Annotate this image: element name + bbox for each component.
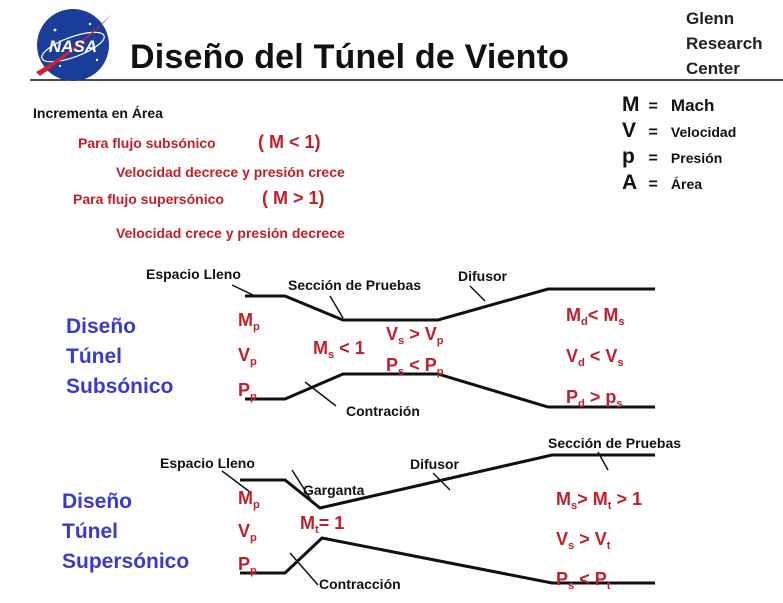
supersonic-contraction-label: Contracción [319, 576, 401, 592]
subsonic-contraction-label: Contración [346, 403, 420, 419]
legend-row: M = Mach [622, 93, 715, 116]
supersonic-leaders [221, 451, 609, 586]
center-line-3: Center [686, 59, 740, 78]
center-line-1: Glenn [686, 9, 735, 28]
supersonic-test-section-label: Sección de Pruebas [548, 435, 682, 451]
subsonic-tunnel-walls [245, 287, 655, 409]
supersonic-lower-wall [240, 536, 655, 585]
supersonic-tunnel-walls [240, 453, 655, 585]
subsonic-lower-wall [245, 372, 655, 409]
subsonic-test-mach: Ms < 1 [313, 338, 365, 361]
legend-row: V = Velocidad [622, 119, 737, 142]
supersonic-plenum-values: Mp Vp Pp [238, 488, 260, 577]
supersonic-upper-wall [240, 453, 655, 510]
glenn-research-center: Glenn Research Center [686, 6, 763, 81]
supersonic-exit-relations: Ms> Mt > 1 Vs > Vt Ps < Pt [556, 489, 643, 592]
legend-row: p = Presión [622, 145, 723, 168]
supersonic-diffuser-label: Difusor [410, 456, 459, 472]
subsonic-diffuser-label: Difusor [458, 268, 507, 284]
subsonic-test-section-label: Sección de Pruebas [288, 277, 422, 293]
subsonic-leaders [231, 284, 486, 407]
rule-subsonic-effect: Velocidad decrece y presión crece [116, 164, 345, 180]
rule-supersonic-effect: Velocidad crece y presión decrece [116, 225, 345, 241]
supersonic-throat-label: Garganta [303, 482, 365, 498]
center-line-2: Research [686, 34, 763, 53]
rule-heading: Incrementa en Área [33, 105, 163, 121]
nasa-logo: NASA [36, 9, 112, 81]
legend: M = Mach V = Velocidad p = Presión A = Á… [622, 93, 782, 197]
legend-row: A = Área [622, 171, 703, 194]
rule-subsonic-condition: ( M < 1) [258, 132, 321, 152]
subsonic-settling-label: Espacio Lleno [146, 266, 241, 282]
subsonic-tunnel-name: Diseño Túnel Subsónico [66, 315, 174, 398]
subsonic-upper-wall [245, 287, 655, 322]
supersonic-tunnel-name: Diseño Túnel Supersónico [62, 490, 190, 573]
nasa-logo-text: NASA [49, 37, 97, 56]
supersonic-throat-mach: Mt= 1 [300, 513, 345, 536]
supersonic-settling-label: Espacio Lleno [160, 455, 255, 471]
page-title: Diseño del Túnel de Viento [130, 38, 570, 76]
subsonic-plenum-values: Mp Vp Pp [238, 310, 260, 403]
rule-subsonic-label: Para flujo subsónico [78, 135, 216, 151]
subsonic-test-relations: Vs > Vp Ps < Pp [386, 324, 444, 378]
rule-supersonic-condition: ( M > 1) [262, 188, 325, 208]
rule-supersonic-label: Para flujo supersónico [73, 191, 224, 207]
subsonic-exit-relations: Md< Ms Vd < Vs Pd > ps [566, 305, 625, 410]
